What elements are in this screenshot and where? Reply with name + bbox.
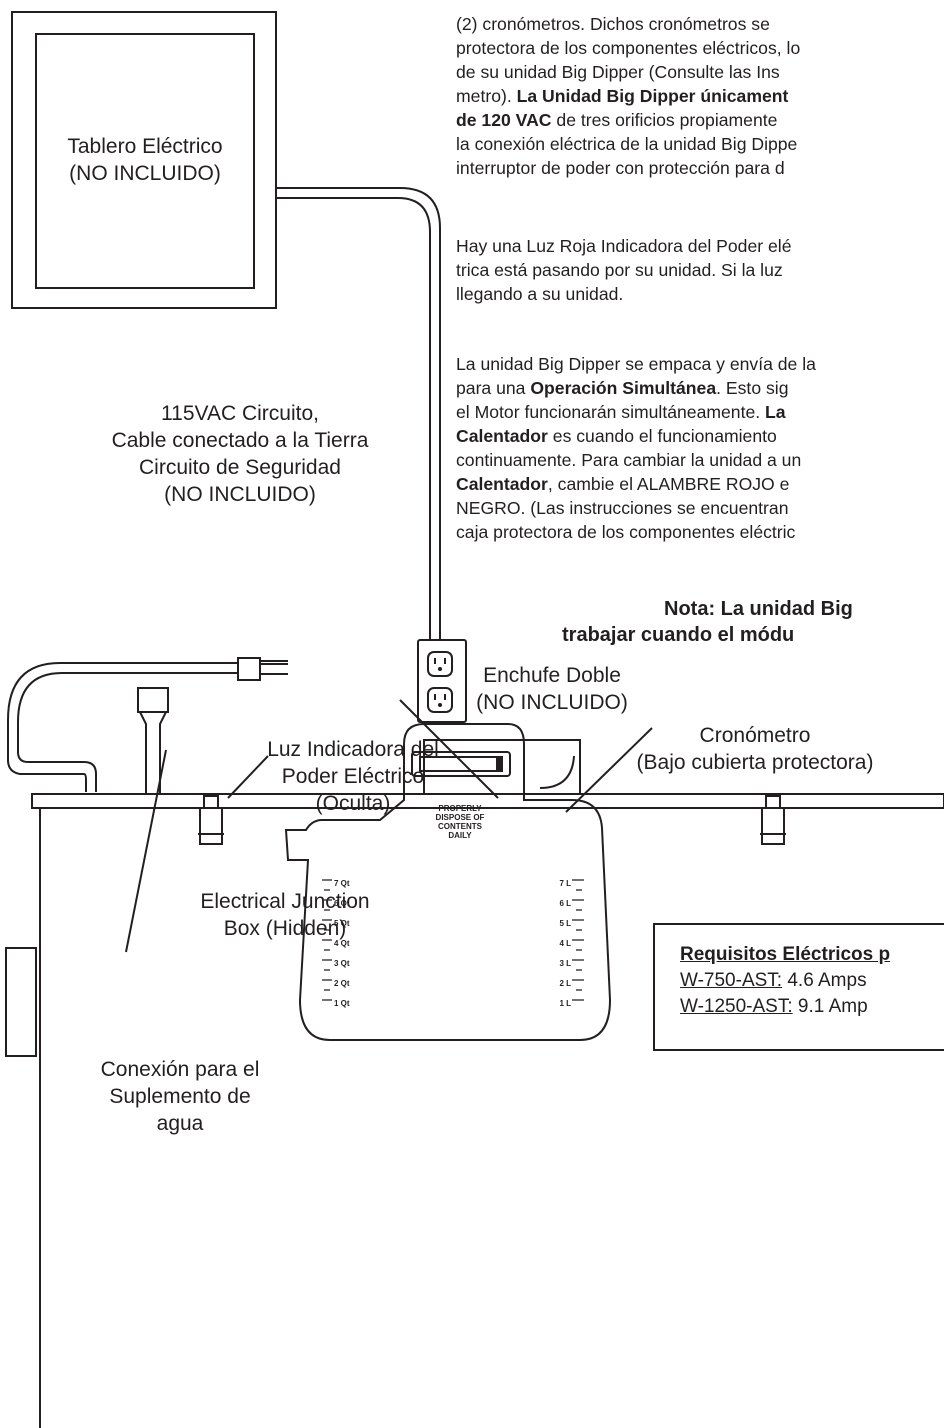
text-line: caja protectora de los componentes eléct…	[456, 522, 796, 542]
label-electrical-panel: Tablero Eléctrico (NO INCLUIDO)	[36, 133, 254, 187]
qt-mark: 6 Qt	[334, 899, 350, 908]
electrical-panel-outer	[11, 11, 277, 309]
label-circuit: 115VAC Circuito, Cable conectado a la Ti…	[60, 400, 420, 508]
jug-label-line: DAILY	[448, 831, 472, 840]
jug-label-line: PROPERLY	[438, 804, 482, 813]
label-timer: Cronómetro (Bajo cubierta protectora)	[590, 722, 920, 776]
jug-qt-scale: 7 Qt 6 Qt 5 Qt 4 Qt 3 Qt 2 Qt 1 Qt	[334, 874, 350, 1014]
text-line: Calentador, cambie el ALAMBRE ROJO e	[456, 474, 790, 494]
qt-mark: 1 Qt	[334, 999, 350, 1008]
label-power-light: Luz Indicadora del Poder Eléctrico (Ocul…	[228, 736, 478, 817]
label-junction-box: Electrical Junction Box (Hidden)	[170, 888, 400, 942]
label-line: (Bajo cubierta protectora)	[636, 751, 874, 774]
label-line: (NO INCLUIDO)	[476, 691, 628, 714]
label-line: Circuito de Seguridad	[139, 456, 341, 479]
requirements-value: 9.1 Amp	[792, 996, 868, 1017]
text-line: la conexión eléctrica de la unidad Big D…	[456, 134, 798, 154]
requirements-title-text: Requisitos Eléctricos p	[680, 944, 891, 965]
text-line: llegando a su unidad.	[456, 284, 624, 304]
label-line: Electrical Junction	[200, 890, 370, 913]
paragraph-operation: La unidad Big Dipper se empaca y envía d…	[456, 352, 816, 544]
circuit-cable	[276, 187, 441, 640]
label-line: 115VAC Circuito,	[161, 402, 319, 425]
qt-mark: 4 Qt	[334, 939, 350, 948]
text-line: Calentador es cuando el funcionamiento	[456, 426, 777, 446]
power-cord	[7, 662, 238, 775]
label-line: agua	[156, 1112, 204, 1135]
label-line: Poder Eléctrico	[281, 765, 425, 788]
paragraph-power-light: Hay una Luz Roja Indicadora del Poder el…	[456, 234, 791, 306]
l-mark: 1 L	[559, 999, 571, 1008]
text-line: de 120 VAC de tres orificios propiamente	[456, 110, 778, 130]
requirements-title: Requisitos Eléctricos p	[680, 942, 890, 968]
note-line-1: Nota: La unidad Big	[664, 598, 853, 620]
l-mark: 2 L	[559, 979, 571, 988]
qt-mark: 7 Qt	[334, 879, 350, 888]
text-line: para una Operación Simultánea. Esto sig	[456, 378, 789, 398]
text-line: Hay una Luz Roja Indicadora del Poder el…	[456, 236, 792, 256]
l-mark: 5 L	[559, 919, 571, 928]
label-line: Enchufe Doble	[483, 664, 621, 687]
power-plug	[237, 657, 261, 681]
label-outlet: Enchufe Doble (NO INCLUIDO)	[462, 662, 642, 716]
paragraph-timers: (2) cronómetros. Dichos cronómetros se p…	[456, 12, 800, 180]
label-line: Luz Indicadora del	[267, 738, 439, 761]
qt-mark: 3 Qt	[334, 959, 350, 968]
jug-label-line: DISPOSE OF	[435, 813, 485, 822]
duplex-outlet	[417, 639, 467, 723]
note-line-2: trabajar cuando el módu	[562, 624, 795, 646]
leader-timer	[565, 727, 653, 813]
l-mark: 3 L	[559, 959, 571, 968]
requirements-row: W-1250-AST: 9.1 Amp	[680, 994, 868, 1020]
label-line: (NO INCLUIDO)	[164, 483, 316, 506]
text-line: interruptor de poder con protección para…	[456, 158, 785, 178]
control-box	[423, 739, 581, 795]
jug-l-scale: 7 L 6 L 5 L 4 L 3 L 2 L 1 L	[549, 874, 571, 1014]
requirements-row: W-750-AST: 4.6 Amps	[680, 968, 867, 994]
label-line: Conexión para el	[100, 1058, 260, 1081]
leader-power-light	[399, 699, 499, 799]
text-line: protectora de los componentes eléctricos…	[456, 38, 801, 58]
tank-clip-right	[760, 795, 786, 845]
l-mark: 6 L	[559, 899, 571, 908]
label-line: (Oculta)	[315, 792, 391, 815]
requirements-model: W-750-AST:	[680, 970, 783, 991]
electrical-panel-inner	[35, 33, 255, 289]
text-line: (2) cronómetros. Dichos cronómetros se	[456, 14, 770, 34]
text-line: de su unidad Big Dipper (Consulte las In…	[456, 62, 780, 82]
requirements-value: 4.6 Amps	[782, 970, 867, 991]
l-mark: 7 L	[559, 879, 571, 888]
text-line: NEGRO. (Las instrucciones se encuentran	[456, 498, 789, 518]
requirements-box	[653, 923, 944, 1051]
water-connection-pipe	[137, 687, 169, 713]
label-line: Cronómetro	[699, 724, 811, 747]
l-mark: 4 L	[559, 939, 571, 948]
label-line: Tablero Eléctrico	[67, 135, 223, 158]
qt-mark: 5 Qt	[334, 919, 350, 928]
dipper-jug	[284, 723, 612, 1041]
requirements-model: W-1250-AST:	[680, 996, 793, 1017]
jug-label-line: CONTENTS	[438, 822, 482, 831]
label-water-connection: Conexión para el Suplemento de agua	[70, 1056, 290, 1137]
label-line: Box (Hidden)	[223, 917, 347, 940]
label-line: (NO INCLUIDO)	[69, 162, 221, 185]
jug-label: PROPERLY DISPOSE OF CONTENTS DAILY	[410, 804, 510, 840]
text-line: continuamente. Para cambiar la unidad a …	[456, 450, 802, 470]
qt-mark: 2 Qt	[334, 979, 350, 988]
text-line: La unidad Big Dipper se empaca y envía d…	[456, 354, 816, 374]
leader-water	[125, 749, 167, 953]
text-line: el Motor funcionarán simultáneamente. La	[456, 402, 786, 422]
label-line: Suplemento de	[109, 1085, 251, 1108]
text-line: metro). La Unidad Big Dipper únicament	[456, 86, 789, 106]
tank-clip-left	[198, 795, 224, 845]
label-line: Cable conectado a la Tierra	[111, 429, 369, 452]
leader-junction	[227, 755, 269, 799]
text-line: trica está pasando por su unidad. Si la …	[456, 260, 783, 280]
